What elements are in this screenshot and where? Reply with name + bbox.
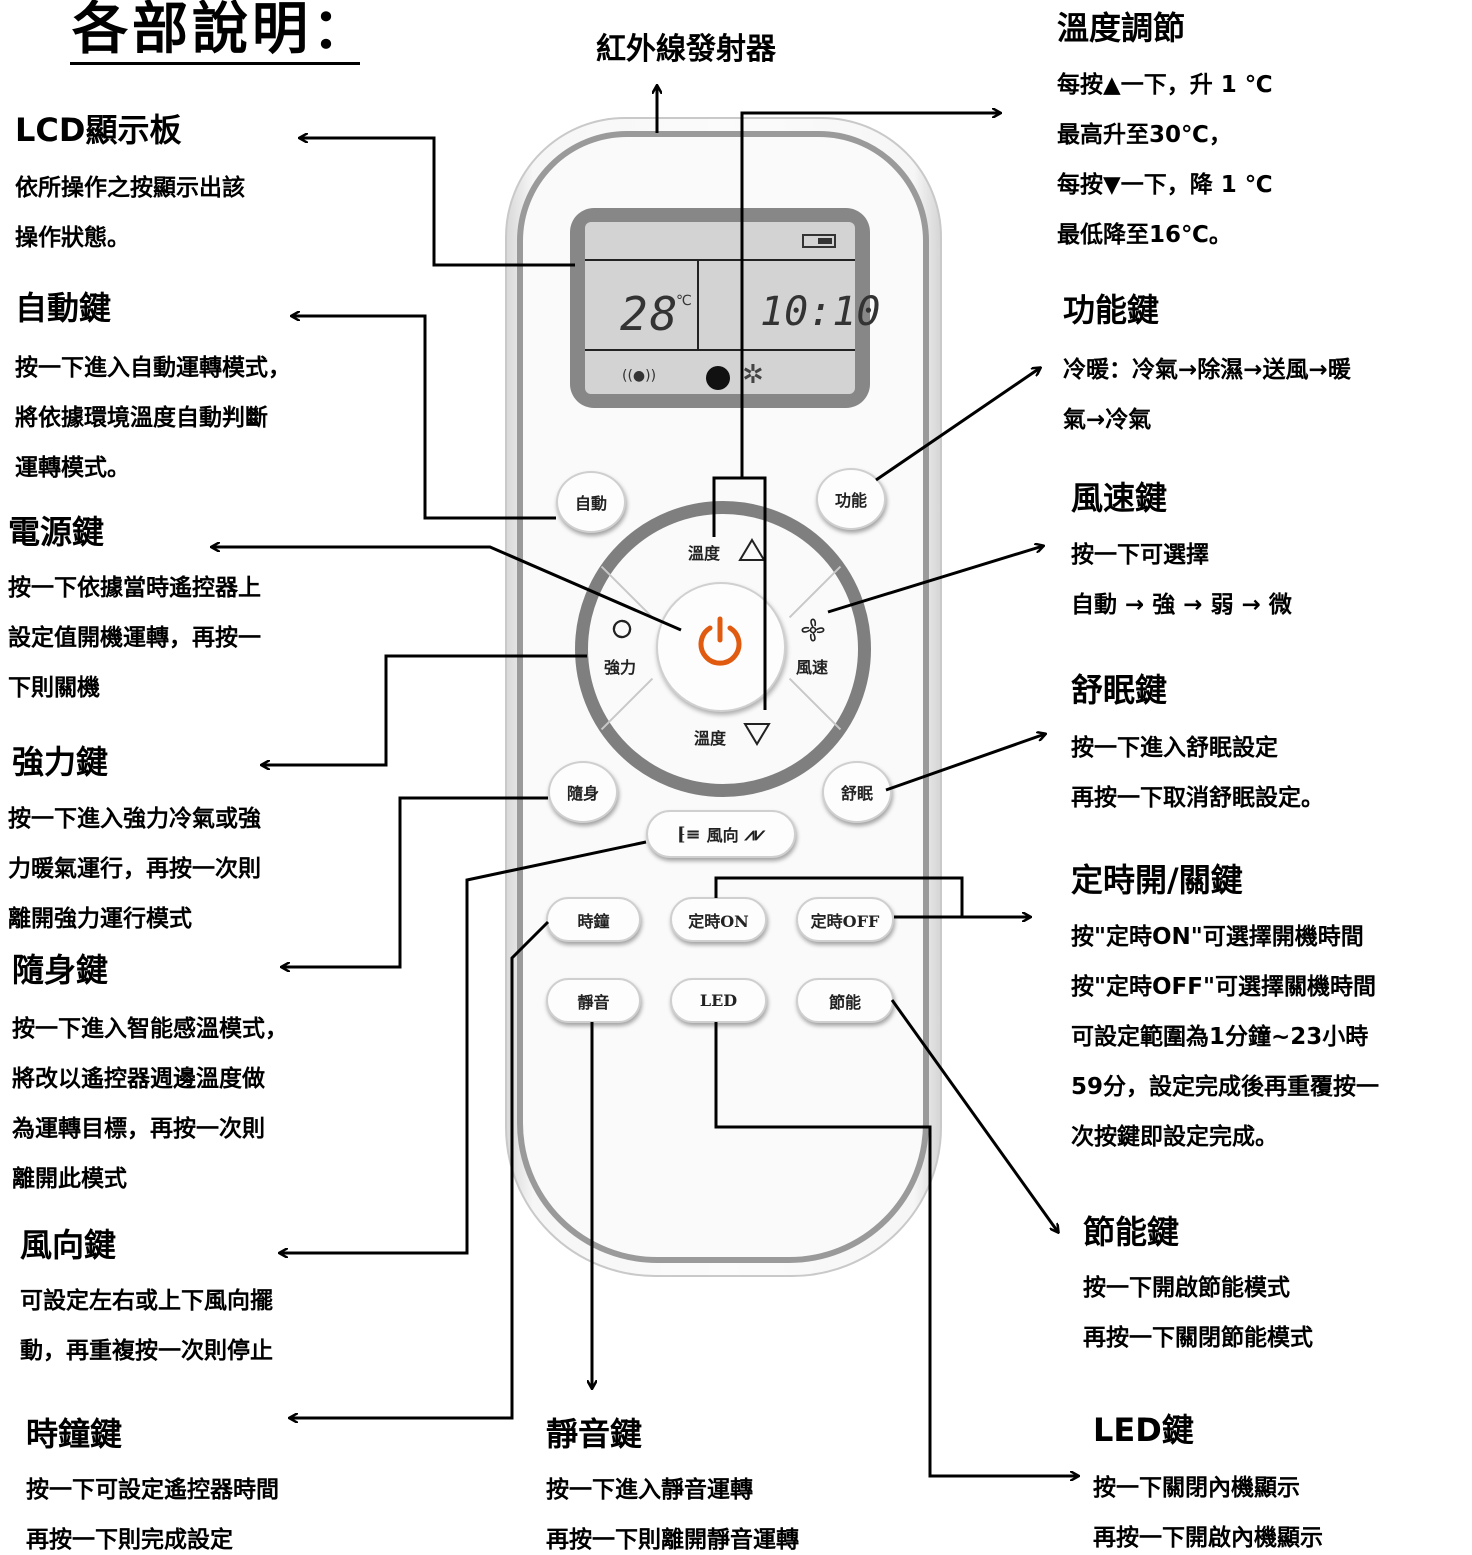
lcd-fan-icon: ✲	[742, 360, 764, 390]
ifeel-heading: 隨身鍵	[12, 951, 109, 989]
lcd-divider-bottom	[585, 349, 855, 351]
power-heading: 電源鍵	[8, 513, 105, 551]
mode-heading: 功能鍵	[1063, 291, 1160, 329]
timer-on-button[interactable]: 定時ON	[670, 897, 767, 942]
lcd-temperature: 28	[620, 287, 680, 341]
mute-button[interactable]: 靜音	[546, 978, 641, 1023]
mute-heading: 靜音鍵	[546, 1415, 643, 1453]
power-description: 按一下依據當時遙控器上設定值開機運轉，再按一下則關機	[8, 575, 261, 701]
title-underline	[70, 62, 360, 65]
mute-description: 按一下進入靜音運轉再按一下則離開靜音運轉	[546, 1477, 799, 1553]
timer-off-button[interactable]: 定時OFF	[796, 897, 894, 942]
page-title: 各部說明：	[72, 0, 372, 62]
battery-icon	[802, 234, 836, 248]
auto-description: 按一下進入自動運轉模式，將依據環境溫度自動判斷運轉模式。	[15, 355, 291, 481]
ifeel-button[interactable]: 隨身	[548, 761, 618, 823]
turbo-description: 按一下進入強力冷氣或強力暖氣運行，再按一次則離開強力運行模式	[8, 806, 261, 932]
triangle-down-icon[interactable]	[743, 722, 771, 746]
turbo-button[interactable]: 強力	[604, 658, 637, 677]
lcd-description: 依所操作之按顯示出該操作狀態。	[15, 175, 245, 251]
swing-description: 可設定左右或上下風向擺動，再重複按一次則停止	[20, 1288, 273, 1364]
fan-heading: 風速鍵	[1071, 479, 1168, 517]
lcd-divider-middle	[697, 259, 699, 350]
mode-dot-icon	[706, 366, 730, 390]
turbo-heading: 強力鍵	[12, 743, 109, 781]
clock-description: 按一下可設定遙控器時間再按一下則完成設定	[26, 1477, 279, 1553]
sleep-description: 按一下進入舒眠設定再按一下取消舒眠設定。	[1071, 735, 1324, 811]
sleep-heading: 舒眠鍵	[1071, 671, 1168, 709]
auto-button[interactable]: 自動	[556, 471, 626, 533]
fan-icon	[801, 618, 825, 642]
swing-heading: 風向鍵	[20, 1226, 117, 1264]
mode-description: 冷暖：冷氣→除濕→送風→暖氣→冷氣	[1063, 357, 1351, 433]
fan-speed-button[interactable]: 風速	[796, 658, 829, 677]
timer-heading: 定時開/關鍵	[1071, 861, 1243, 899]
temp-down-button[interactable]: 溫度	[694, 729, 727, 748]
sleep-button[interactable]: 舒眠	[822, 761, 892, 823]
lcd-temperature-unit: ℃	[676, 293, 692, 309]
eco-heading: 節能鍵	[1083, 1213, 1180, 1251]
eco-button[interactable]: 節能	[796, 978, 894, 1023]
led-description: 按一下關閉內機顯示再按一下開啟內機顯示	[1093, 1475, 1323, 1551]
lcd-clock: 10:10	[760, 289, 881, 335]
swing-horizontal-icon: ⁅≡	[677, 823, 701, 845]
fan-description: 按一下可選擇自動 → 強 → 弱 → 微	[1071, 542, 1292, 618]
eco-description: 按一下開啟節能模式再按一下關閉節能模式	[1083, 1275, 1313, 1351]
emitter-label: 紅外線發射器	[596, 32, 776, 67]
lcd-heading: LCD顯示板	[15, 111, 182, 149]
lcd-divider-top	[585, 259, 855, 261]
swing-vertical-icon: ⩘⩗	[744, 823, 765, 845]
mode-button[interactable]: 功能	[816, 468, 886, 530]
led-heading: LED鍵	[1093, 1411, 1194, 1449]
triangle-up-icon[interactable]	[738, 538, 766, 562]
swing-button[interactable]: ⁅≡ 風向 ⩘⩗	[646, 810, 796, 858]
timer-description: 按"定時ON"可選擇開機時間按"定時OFF"可選擇關機時間可設定範圍為1分鐘~2…	[1071, 924, 1380, 1150]
temp-up-button[interactable]: 溫度	[688, 544, 721, 563]
power-icon[interactable]	[694, 616, 746, 668]
swirl-icon	[612, 619, 632, 639]
led-button[interactable]: LED	[670, 978, 767, 1023]
auto-heading: 自動鍵	[15, 289, 112, 327]
clock-button[interactable]: 時鐘	[546, 897, 641, 942]
ifeel-description: 按一下進入智能感溫模式，將改以遙控器週邊溫度做為運轉目標，再按一次則離開此模式	[12, 1016, 288, 1192]
person-icon: ((●))	[622, 368, 657, 384]
clock-heading: 時鐘鍵	[26, 1415, 123, 1453]
temp-heading: 溫度調節	[1057, 9, 1186, 47]
